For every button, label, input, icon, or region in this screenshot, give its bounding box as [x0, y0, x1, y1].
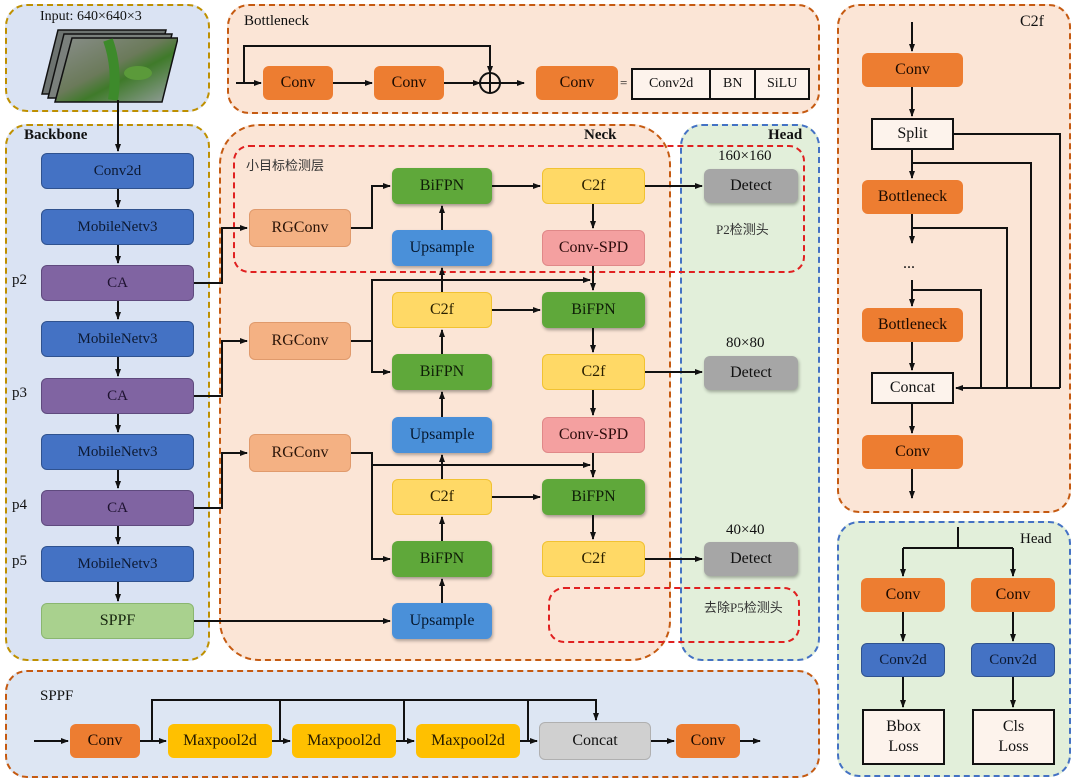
level-p5: p5 [12, 553, 27, 569]
rgconv-p2: RGConv [249, 209, 351, 247]
bifpn-mid-right-2: BiFPN [542, 479, 645, 515]
scale-40: 40×40 [726, 522, 765, 538]
c2f-mid-left-1: C2f [392, 292, 492, 328]
upsample-1: Upsample [392, 230, 492, 266]
sppf-maxpool-1: Maxpool2d [168, 724, 272, 758]
p2-head-note: P2检测头 [716, 222, 769, 237]
bifpn-mid-left-1: BiFPN [392, 354, 492, 390]
bottleneck-conv-1: Conv [263, 66, 333, 100]
head-panel-title: Head [1020, 531, 1052, 547]
head-conv2d-cls: Conv2d [971, 643, 1055, 677]
p5-removed-note: 去除P5检测头 [704, 600, 783, 615]
c2f-bottleneck-1: Bottleneck [862, 180, 963, 214]
conv2d-cell: Conv2d [633, 70, 712, 98]
c2f-top-right: C2f [542, 168, 645, 204]
input-label: Input: 640×640×3 [40, 9, 142, 24]
cls-loss-line1: Cls [1002, 718, 1025, 735]
sppf-conv-out: Conv [676, 724, 740, 758]
sppf-maxpool-3: Maxpool2d [416, 724, 520, 758]
backbone-mobilenetv3-1: MobileNetv3 [41, 209, 194, 245]
backbone-conv2d: Conv2d [41, 153, 194, 189]
head-conv-bbox: Conv [861, 578, 945, 612]
conv-legend-block: Conv [536, 66, 618, 100]
scale-160: 160×160 [718, 148, 772, 164]
bifpn-mid-right-1: BiFPN [542, 292, 645, 328]
c2f-mid-left-2: C2f [392, 479, 492, 515]
bifpn-top-left: BiFPN [392, 168, 492, 204]
c2f-bottleneck-n: Bottleneck [862, 308, 963, 342]
upsample-2: Upsample [392, 417, 492, 453]
head-title: Head [768, 127, 803, 143]
backbone-ca-p3: CA [41, 378, 194, 414]
small-target-layer-label: 小目标检测层 [246, 159, 325, 174]
bbox-loss: Bbox Loss [862, 709, 945, 765]
detect-p2: Detect [704, 169, 798, 203]
backbone-mobilenetv3-p5: MobileNetv3 [41, 546, 194, 582]
small-target-layer-box [233, 145, 805, 273]
backbone-ca-p4: CA [41, 490, 194, 526]
level-p4: p4 [12, 497, 27, 513]
c2f-mid-right: C2f [542, 354, 645, 390]
backbone-mobilenetv3-2: MobileNetv3 [41, 321, 194, 357]
c2f-ellipsis: ... [903, 255, 915, 272]
bn-cell: BN [711, 70, 757, 98]
level-p3: p3 [12, 385, 27, 401]
backbone-ca-p2: CA [41, 265, 194, 301]
detect-p3: Detect [704, 356, 798, 390]
cls-loss-line2: Loss [998, 738, 1029, 755]
bottleneck-title: Bottleneck [244, 13, 309, 29]
bifpn-bottom-left: BiFPN [392, 541, 492, 577]
conv-spd-1: Conv-SPD [542, 230, 645, 266]
sppf-concat: Concat [539, 722, 651, 760]
conv-definition-table: Conv2d BN SiLU [631, 68, 810, 100]
scale-80: 80×80 [726, 335, 765, 351]
c2f-split: Split [871, 118, 954, 150]
sppf-panel-title: SPPF [40, 688, 74, 704]
backbone-mobilenetv3-3: MobileNetv3 [41, 434, 194, 470]
c2f-conv-out: Conv [862, 435, 963, 469]
bbox-loss-line2: Loss [888, 738, 919, 755]
head-conv2d-bbox: Conv2d [861, 643, 945, 677]
equals-sign: = [620, 75, 628, 90]
level-p2: p2 [12, 272, 27, 288]
head-conv-cls: Conv [971, 578, 1055, 612]
neck-title: Neck [584, 127, 617, 143]
c2f-panel-title: C2f [1020, 13, 1044, 30]
c2f-conv-in: Conv [862, 53, 963, 87]
upsample-3: Upsample [392, 603, 492, 639]
c2f-concat: Concat [871, 372, 954, 404]
rgconv-p3: RGConv [249, 322, 351, 360]
c2f-bottom-right: C2f [542, 541, 645, 577]
bottleneck-conv-2: Conv [374, 66, 444, 100]
p5-removed-box [548, 587, 800, 643]
sppf-maxpool-2: Maxpool2d [292, 724, 396, 758]
input-image-stack [41, 29, 178, 103]
bbox-loss-line1: Bbox [886, 718, 921, 735]
sppf-conv-in: Conv [70, 724, 140, 758]
cls-loss: Cls Loss [972, 709, 1055, 765]
detect-p4: Detect [704, 542, 798, 576]
backbone-sppf: SPPF [41, 603, 194, 639]
rgconv-p4: RGConv [249, 434, 351, 472]
silu-cell: SiLU [766, 76, 798, 91]
conv-spd-2: Conv-SPD [542, 417, 645, 453]
backbone-title: Backbone [24, 127, 88, 143]
